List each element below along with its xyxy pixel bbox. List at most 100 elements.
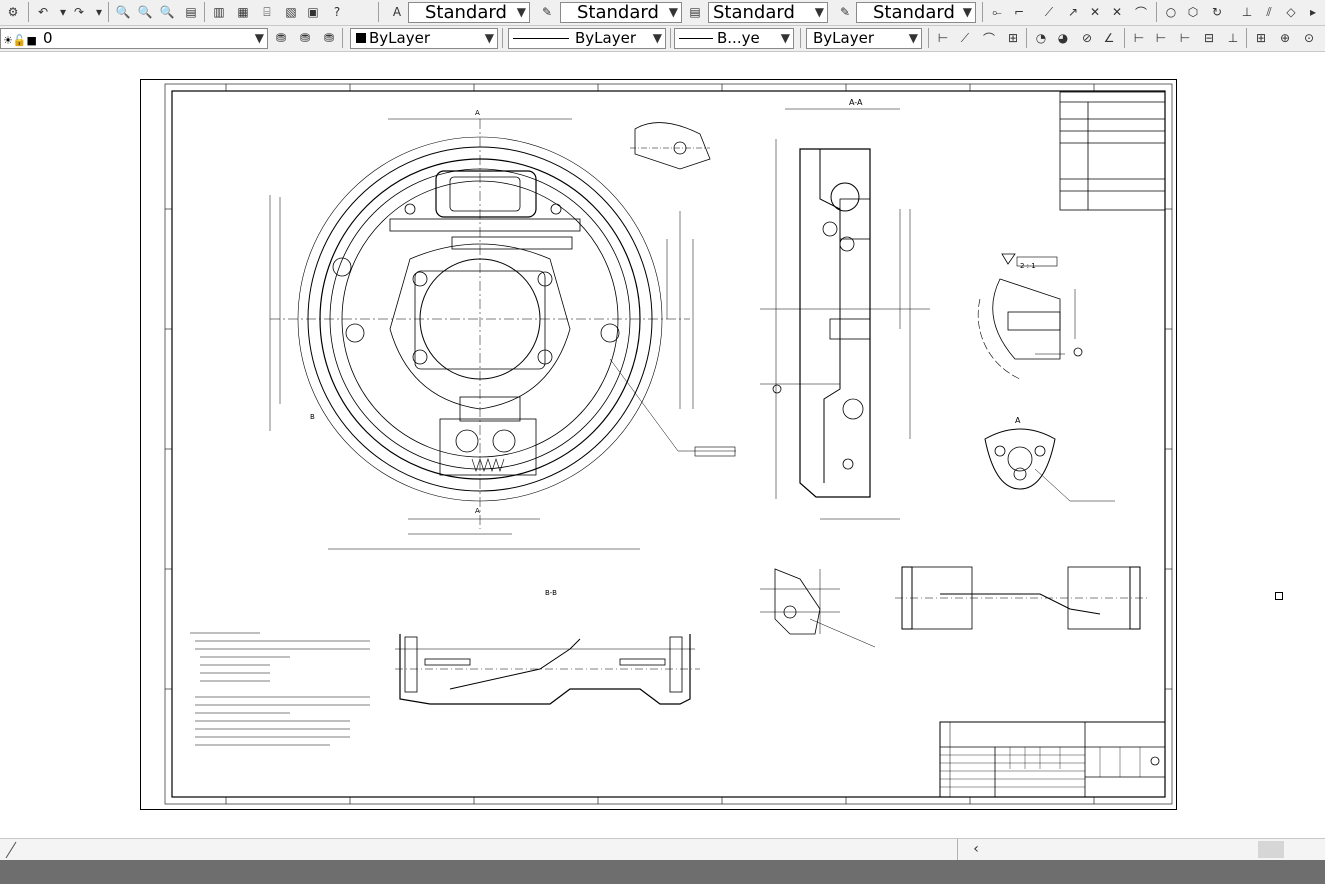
layer-states-icon[interactable]: ⛃: [323, 31, 335, 45]
view-label-bb: B-B: [545, 589, 557, 597]
view-label-aa: A-A: [849, 98, 863, 107]
scroll-left-icon[interactable]: ‹: [973, 841, 979, 857]
diameter-dimension-icon[interactable]: ⊘: [1081, 31, 1093, 45]
fillet-icon[interactable]: ⌒: [1134, 5, 1147, 20]
tolerance-icon[interactable]: ⊞: [1255, 31, 1267, 45]
aligned-dimension-icon[interactable]: ⟋: [960, 30, 970, 45]
workspace-icon[interactable]: ⚙: [7, 5, 19, 19]
toolbar-separator: [982, 2, 983, 22]
jogged-dimension-icon[interactable]: ◕: [1057, 31, 1069, 45]
center-mark-icon[interactable]: ⊕: [1279, 31, 1291, 45]
region-icon[interactable]: ◇: [1286, 5, 1296, 19]
lineweight-combo[interactable]: B...ye ▼: [674, 28, 794, 49]
more-tools-icon[interactable]: ▸: [1309, 5, 1317, 19]
plotstyle-value: ByLayer: [813, 29, 874, 47]
redo-dropdown-icon[interactable]: ▾: [95, 5, 103, 19]
spring-bracket-view: [760, 568, 876, 648]
inspect-icon[interactable]: ⊙: [1303, 31, 1315, 45]
toolbar-separator: [1124, 28, 1125, 48]
markup-icon[interactable]: ▧: [285, 5, 297, 19]
tab-edge-icon: [5, 841, 17, 859]
text-style-combo[interactable]: Standard ▼: [408, 2, 530, 23]
redo-icon[interactable]: ↷: [73, 5, 85, 19]
toolbar-separator: [1026, 28, 1027, 48]
toolbar-separator: [204, 2, 205, 22]
make-layer-current-icon[interactable]: ⛃: [275, 31, 287, 45]
rotate-icon[interactable]: ↻: [1211, 5, 1223, 19]
lineweight-preview: [679, 38, 713, 39]
continue-dimension-icon[interactable]: ⊢: [1179, 31, 1191, 45]
detail-view: 2 : 1: [977, 253, 1083, 380]
multileader-style-combo[interactable]: Standard ▼: [856, 2, 976, 23]
layer-previous-icon[interactable]: ⛃: [299, 31, 311, 45]
ucs-icon[interactable]: ⊥: [1241, 5, 1253, 19]
view-label-a: A: [1015, 416, 1021, 425]
dim-style-combo[interactable]: Standard ▼: [560, 2, 682, 23]
ordinate-dimension-icon[interactable]: ⊞: [1007, 31, 1019, 45]
angular-dimension-icon[interactable]: ∠: [1103, 31, 1115, 45]
sheet-set-icon[interactable]: ⌸: [263, 4, 271, 19]
zoom-previous-icon[interactable]: 🔍: [159, 5, 175, 19]
toolbar-separator: [28, 2, 29, 22]
extend-icon[interactable]: ✕: [1111, 5, 1123, 19]
toolbar-separator: [670, 28, 671, 48]
horizontal-scrollbar-thumb[interactable]: [1258, 841, 1284, 858]
layer-combo[interactable]: ☀🔓■ 0 ▼: [0, 28, 268, 49]
toolbar-separator: [1246, 28, 1247, 48]
linetype-value: ByLayer: [575, 29, 636, 47]
chevron-down-icon: ▼: [908, 31, 918, 45]
plotstyle-combo[interactable]: ByLayer ▼: [806, 28, 922, 49]
toolbar-separator: [342, 28, 343, 48]
table-style-combo[interactable]: Standard ▼: [708, 2, 828, 23]
undo-dropdown-icon[interactable]: ▾: [59, 5, 67, 19]
trim-icon[interactable]: ✕: [1089, 5, 1101, 19]
chevron-down-icon: ▼: [780, 31, 790, 45]
cut-label-a-bottom: A: [475, 507, 480, 515]
hatch-icon[interactable]: ⫽: [1266, 4, 1272, 19]
zoom-realtime-icon[interactable]: 🔍: [115, 5, 131, 19]
polyline-icon[interactable]: ⌐: [1013, 5, 1025, 19]
undo-icon[interactable]: ↶: [37, 5, 49, 19]
chevron-down-icon: ▼: [652, 31, 662, 45]
title-block: [939, 721, 1166, 798]
arc-length-icon[interactable]: ⌒: [982, 31, 995, 46]
radius-dimension-icon[interactable]: ◔: [1035, 31, 1047, 45]
table-style-icon[interactable]: ▤: [689, 5, 701, 19]
quick-dimension-icon[interactable]: ⊢: [1133, 31, 1145, 45]
dim-style-icon[interactable]: ✎: [541, 5, 553, 19]
help-icon[interactable]: ?: [333, 5, 341, 19]
zoom-window-icon[interactable]: 🔍: [137, 5, 153, 19]
dimension-break-icon[interactable]: ⊥: [1227, 31, 1239, 45]
tool-palettes-icon[interactable]: ▦: [237, 5, 249, 19]
drawing-viewport[interactable]: A A B A-A: [0, 52, 1325, 838]
circle-icon[interactable]: ○: [1165, 5, 1177, 19]
dimension-space-icon[interactable]: ⊟: [1203, 31, 1215, 45]
multileader-style-icon[interactable]: ✎: [839, 5, 851, 19]
paper-border: [140, 79, 1177, 810]
status-bar: [0, 860, 1325, 884]
chevron-down-icon: ▼: [814, 5, 824, 19]
design-center-icon[interactable]: ▥: [213, 5, 225, 19]
toolbar-separator: [928, 28, 929, 48]
polygon-icon[interactable]: ⬡: [1187, 5, 1199, 19]
properties-icon[interactable]: ▤: [185, 5, 197, 19]
grip-marker[interactable]: [1275, 592, 1283, 600]
chevron-down-icon: ▼: [484, 31, 494, 45]
text-style-icon[interactable]: A: [392, 5, 402, 19]
section-aa-view: A-A: [760, 98, 930, 520]
linetype-preview: [513, 38, 569, 39]
construction-line-icon[interactable]: ⟋: [1044, 4, 1054, 19]
layout-tabs[interactable]: [0, 839, 958, 860]
layer-value: 0: [43, 29, 53, 47]
calculator-icon[interactable]: ▣: [307, 5, 319, 19]
linetype-combo[interactable]: ByLayer ▼: [508, 28, 666, 49]
baseline-dimension-icon[interactable]: ⊢: [1155, 31, 1167, 45]
ray-icon[interactable]: ↗: [1067, 5, 1079, 19]
chevron-down-icon: ▼: [962, 5, 972, 19]
toolbar-separator: [108, 2, 109, 22]
color-combo[interactable]: ByLayer ▼: [350, 28, 498, 49]
dim-style-value: Standard: [577, 2, 659, 23]
linear-dimension-icon[interactable]: ⊢: [937, 31, 949, 45]
small-top-view: [630, 122, 711, 170]
line-icon[interactable]: ⟜: [992, 4, 1002, 19]
